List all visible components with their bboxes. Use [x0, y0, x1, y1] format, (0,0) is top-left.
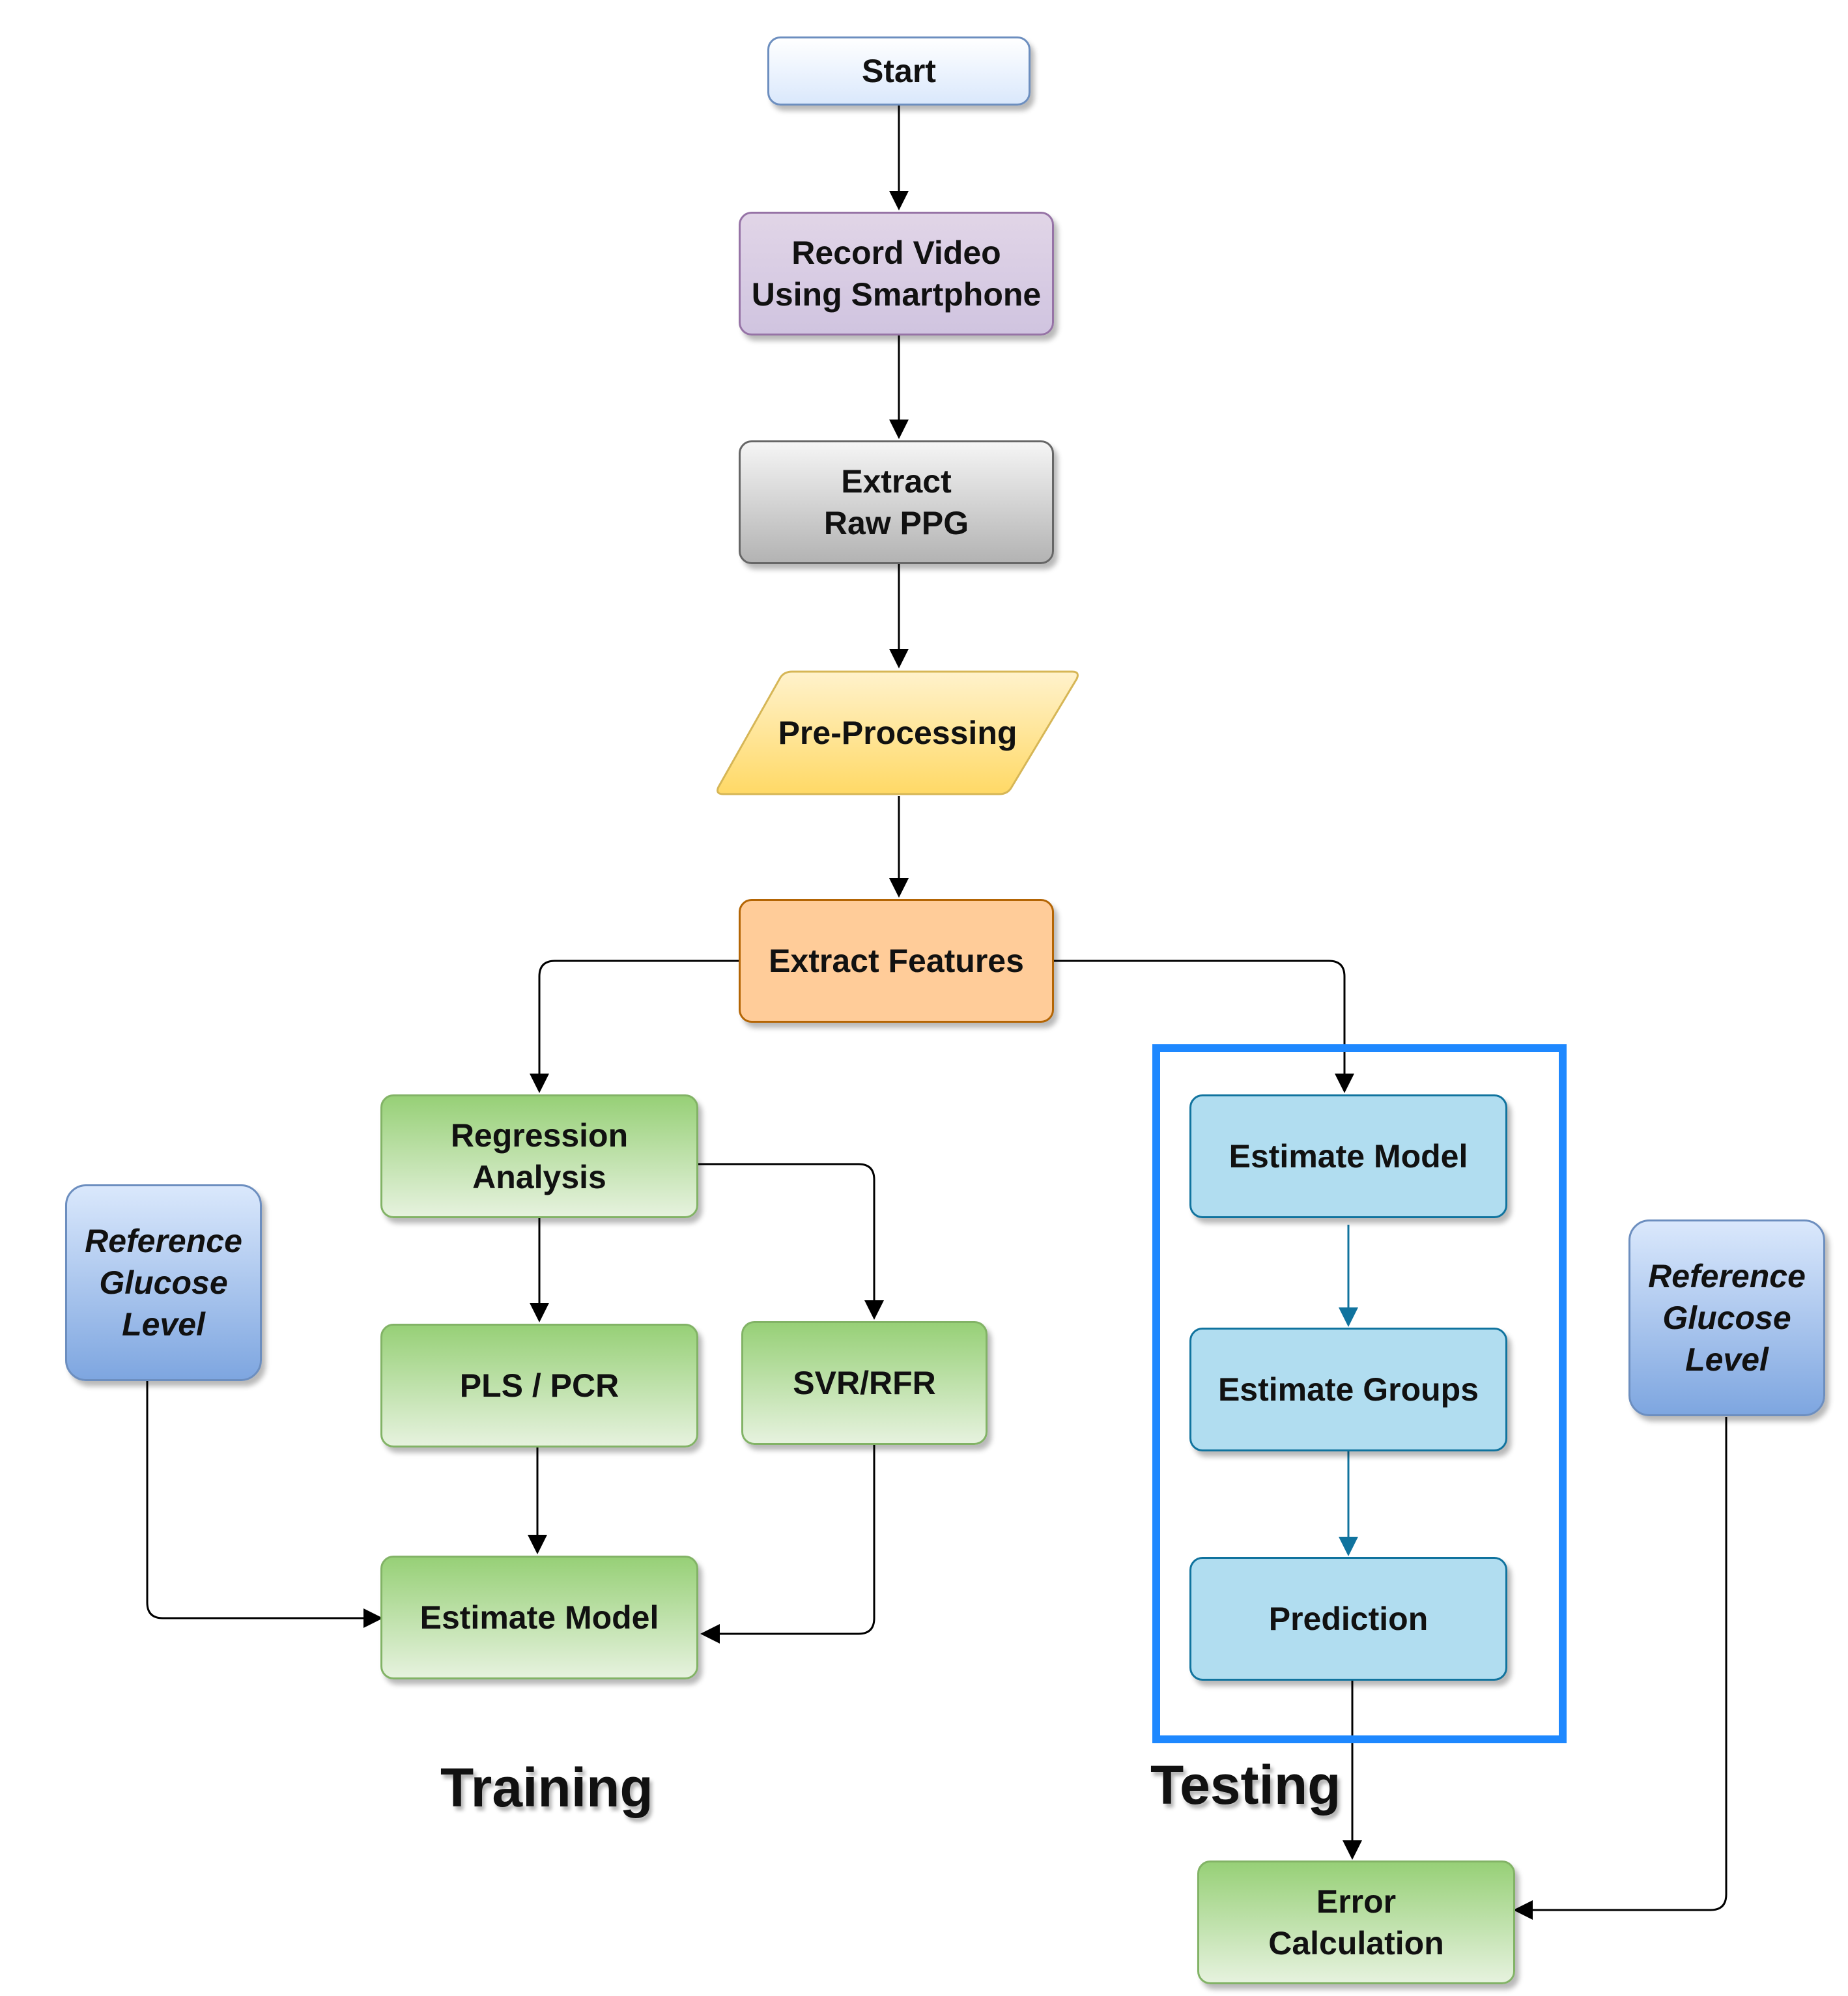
- regression-analysis-label: Regression Analysis: [450, 1117, 629, 1195]
- extract-features-node: Extract Features: [739, 899, 1054, 1023]
- training-estimate-model-node: Estimate Model: [380, 1556, 698, 1679]
- arrow-refleft-to-estimate: [146, 1381, 383, 1628]
- testing-estimate-model-label: Estimate Model: [1229, 1138, 1468, 1175]
- pre-processing-label: Pre-Processing: [778, 715, 1017, 751]
- testing-section-label: Testing: [1150, 1754, 1341, 1816]
- start-node: Start: [767, 36, 1031, 106]
- arrow-refright-to-error: [1513, 1417, 1727, 1920]
- error-calculation-node: Error Calculation: [1197, 1861, 1515, 1984]
- pls-pcr-label: PLS / PCR: [459, 1367, 619, 1404]
- record-video-node: Record Video Using Smartphone: [739, 212, 1054, 335]
- error-calculation-label: Error Calculation: [1268, 1883, 1444, 1961]
- start-label: Start: [862, 53, 936, 89]
- record-video-label: Record Video Using Smartphone: [751, 235, 1042, 313]
- extract-features-label: Extract Features: [769, 943, 1024, 979]
- testing-group-frame: [1152, 1044, 1567, 1743]
- regression-analysis-node: Regression Analysis: [380, 1094, 698, 1218]
- prediction-label: Prediction: [1268, 1601, 1429, 1637]
- pre-processing-node: Pre-Processing: [715, 670, 1080, 796]
- testing-estimate-model-node: Estimate Model: [1189, 1094, 1507, 1218]
- pre-processing-shape: [717, 670, 1079, 795]
- reference-glucose-left-node: Reference Glucose Level: [65, 1184, 262, 1381]
- arrow-features-to-regression: [530, 960, 739, 1093]
- reference-glucose-left-label: Reference Glucose Level: [85, 1223, 242, 1343]
- prediction-node: Prediction: [1189, 1557, 1507, 1681]
- svr-rfr-label: SVR/RFR: [793, 1365, 936, 1401]
- extract-raw-ppg-node: Extract Raw PPG: [739, 440, 1054, 564]
- extract-raw-ppg-label: Extract Raw PPG: [823, 463, 969, 541]
- arrow-svr-to-estimate: [700, 1445, 875, 1644]
- estimate-groups-node: Estimate Groups: [1189, 1328, 1507, 1451]
- arrow-features-to-testing: [1054, 960, 1354, 1093]
- training-estimate-model-label: Estimate Model: [419, 1599, 659, 1636]
- arrow-regression-to-svr: [698, 1163, 884, 1320]
- training-section-label: Training: [440, 1757, 653, 1818]
- estimate-groups-label: Estimate Groups: [1217, 1371, 1479, 1408]
- svr-rfr-node: SVR/RFR: [741, 1321, 988, 1445]
- reference-glucose-right-node: Reference Glucose Level: [1628, 1219, 1825, 1416]
- pls-pcr-node: PLS / PCR: [380, 1324, 698, 1447]
- reference-glucose-right-label: Reference Glucose Level: [1648, 1258, 1806, 1378]
